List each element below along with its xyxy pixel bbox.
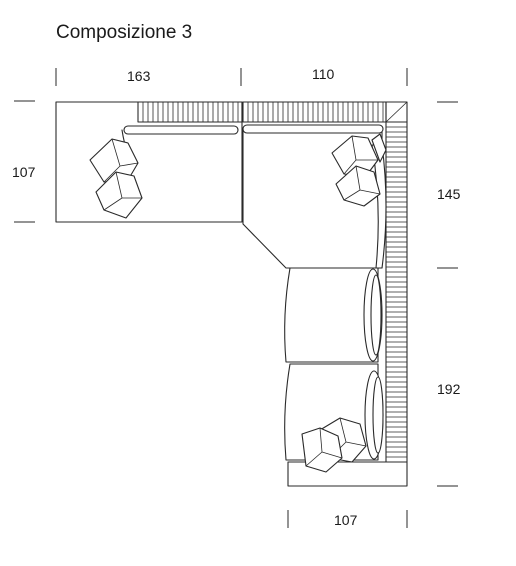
- cushion-pillows: [89, 133, 387, 473]
- dimension-top-left: 163: [127, 68, 151, 84]
- backrest: [137, 101, 408, 463]
- dimension-right-upper: 145: [437, 186, 461, 202]
- dimension-left-depth: 107: [12, 164, 36, 180]
- composition-title: Composizione 3: [56, 22, 193, 43]
- middle-seat-module: [284, 267, 383, 363]
- left-chaise-module: [55, 101, 243, 223]
- bottom-seat-module: [284, 363, 408, 487]
- dimension-right-lower: 192: [437, 381, 461, 397]
- dimension-ticks: [14, 68, 458, 528]
- dimension-bottom-width: 107: [334, 512, 358, 528]
- dimension-top-right: 110: [312, 66, 335, 82]
